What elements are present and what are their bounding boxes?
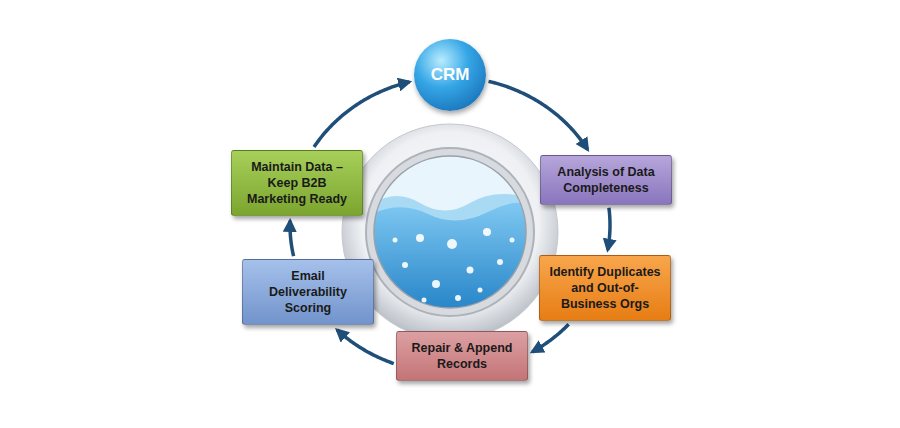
node-label: Analysis of Data Completeness: [549, 164, 663, 197]
node-label: Identify Duplicates and Out-of-Business …: [548, 264, 662, 313]
process-box: Analysis of Data Completeness: [540, 155, 672, 206]
outer-rim: [342, 124, 558, 340]
node-label: Repair & Append Records: [405, 340, 519, 373]
process-box: Identify Duplicates and Out-of-Business …: [539, 255, 671, 322]
process-box: Email Deliverability Scoring: [242, 259, 374, 326]
wave-back: [370, 194, 530, 320]
cycle-arrow: [608, 208, 610, 250]
cycle-arrow: [290, 221, 294, 256]
cycle-arrow: [337, 330, 394, 364]
node-label: CRM: [431, 64, 470, 86]
node-label: Maintain Data – Keep B2B Marketing Ready: [240, 159, 354, 208]
bubbles: [393, 228, 515, 303]
cycle-arrow: [314, 82, 409, 147]
cycle-arrow: [489, 81, 588, 149]
crm-circle: CRM: [414, 39, 486, 111]
cycle-arrow: [532, 324, 568, 352]
node-label: Email Deliverability Scoring: [251, 268, 365, 317]
water: [370, 203, 530, 320]
process-box: Maintain Data – Keep B2B Marketing Ready: [231, 150, 363, 217]
process-box: Repair & Append Records: [396, 331, 528, 382]
